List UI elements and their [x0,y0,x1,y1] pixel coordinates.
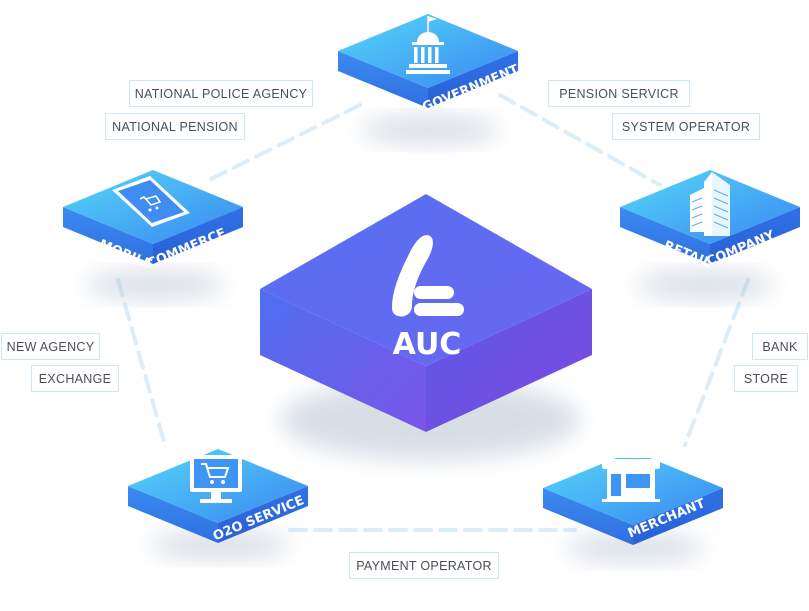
building-icon [690,172,730,236]
tag-new-agency: NEW AGENCY [1,333,100,360]
mobile-shadow [85,271,225,299]
tag-system-operator: SYSTEM OPERATOR [612,113,760,140]
connector-mobile-o2o [116,278,167,447]
node-government: GOVERNMENT [338,14,521,115]
auc-logo-icon [392,234,464,317]
node-merchant: MERCHANT [543,450,723,545]
tag-national-police-agency: NATIONAL POLICE AGENCY [129,80,313,107]
connector-lines [116,93,750,532]
monitor-cart-icon [190,455,242,503]
tag-national-pension: NATIONAL PENSION [105,113,245,140]
node-retail-company: RETAIL COMPANY [620,170,800,271]
retail-shadow [635,271,775,299]
node-mobile-commerce: MOBILE COMMERCE [63,170,243,272]
merchant-shadow [565,534,705,562]
connector-gov-mobile [203,103,362,184]
connector-gov-retail [498,93,662,187]
connector-retail-merchant [683,278,750,447]
phone-cart-icon [112,176,190,227]
capitol-icon [406,16,450,74]
tag-bank: BANK [752,333,808,360]
gov-shadow [360,116,500,144]
storefront-icon [602,450,660,502]
auc-label: AUC [393,327,462,362]
tag-payment-operator: PAYMENT OPERATOR [349,552,499,579]
tag-pension-servicr: PENSION SERVICR [548,80,690,107]
tag-exchange: EXCHANGE [31,365,119,392]
tag-store: STORE [734,365,798,392]
node-o2o-service: O2O SERVICE [128,449,308,544]
node-auc-center: AUC [260,194,592,432]
o2o-shadow [150,531,290,559]
